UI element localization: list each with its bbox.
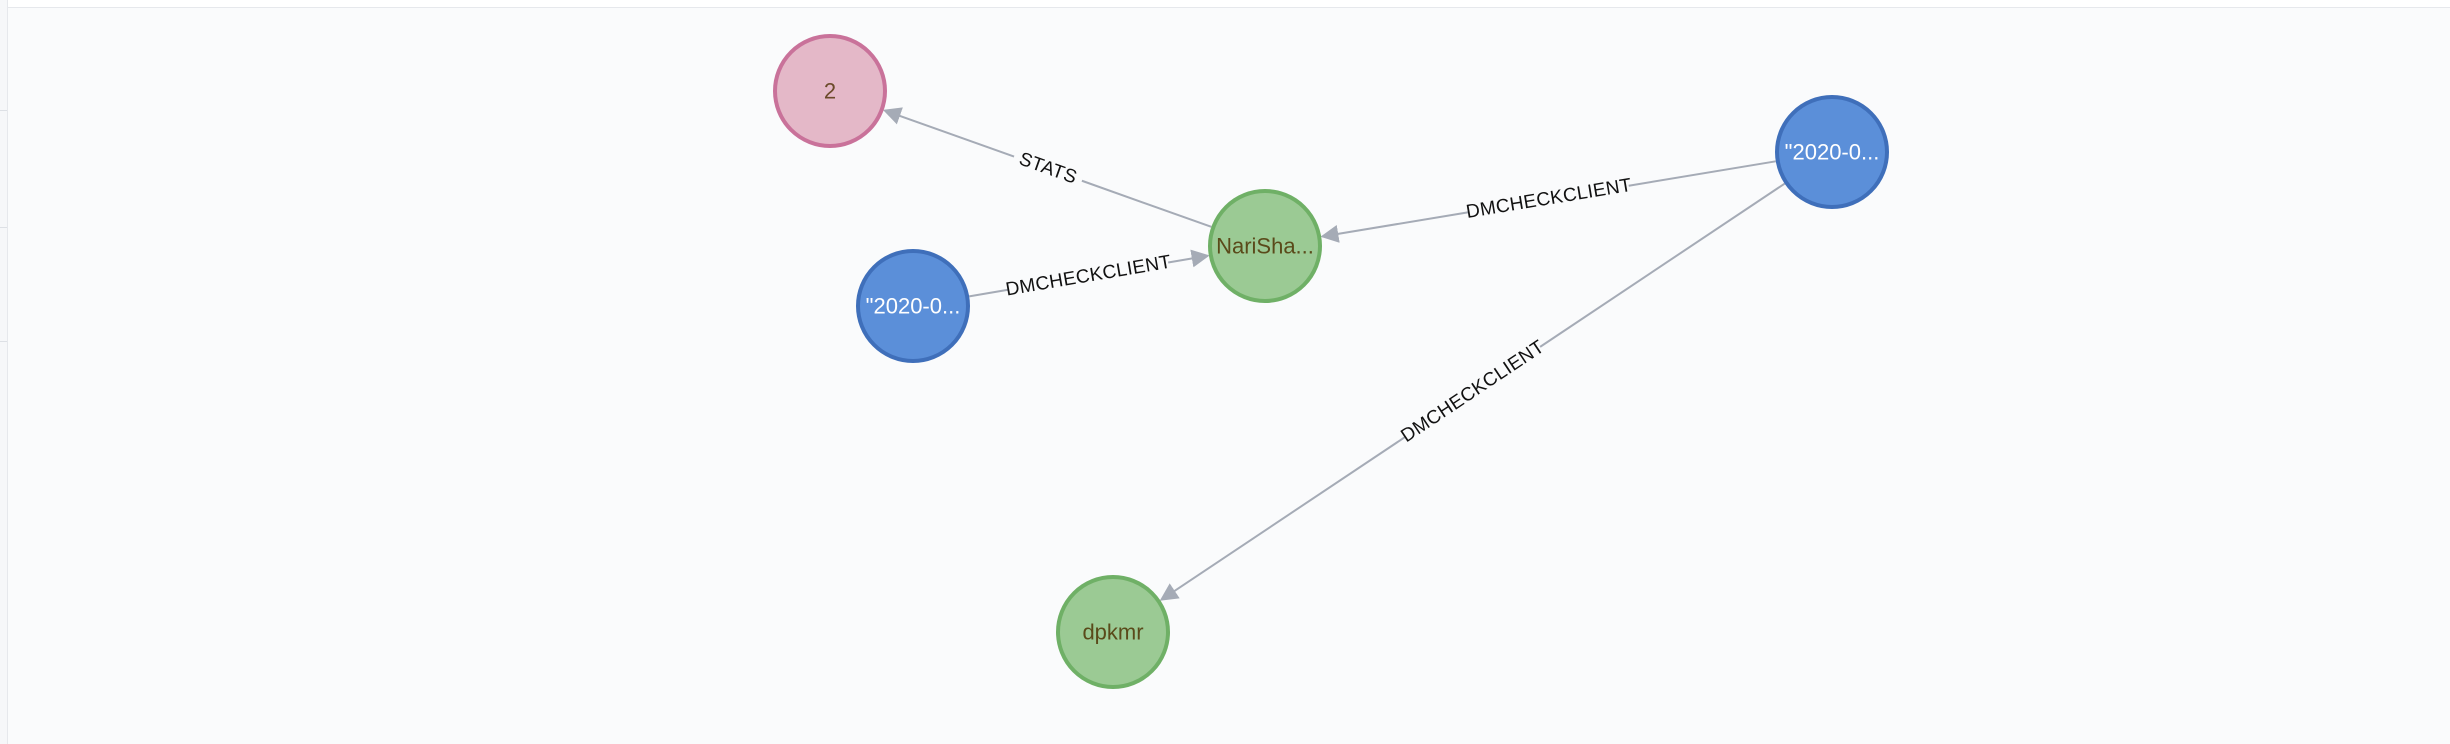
relationship-arrow (1167, 249, 1210, 268)
relationship-label: DMCHECKCLIENT (1397, 336, 1548, 447)
node-caption: dpkmr (1082, 620, 1143, 645)
node-caption: "2020-0... (866, 294, 961, 319)
relationship-label: DMCHECKCLIENT (1004, 252, 1173, 301)
relationship-dmcheckclient[interactable]: DMCHECKCLIENT (1320, 160, 1776, 243)
relationship-dmcheckclient[interactable]: DMCHECKCLIENT (969, 249, 1210, 301)
node-circle (1208, 189, 1322, 303)
node-date[interactable]: "2020-0... (856, 249, 970, 363)
top-divider (0, 0, 2450, 8)
gutter-tick (0, 341, 7, 342)
node-caption: "2020-0... (1785, 140, 1880, 165)
relationship-label: DMCHECKCLIENT (1465, 175, 1634, 223)
node-circle (773, 34, 887, 148)
node-caption: 2 (824, 79, 836, 104)
gutter-tick (0, 110, 7, 111)
relationship-arrow (1159, 435, 1407, 601)
relationship-line (1628, 160, 1776, 187)
relationship-line (1539, 182, 1786, 348)
node-client[interactable]: dpkmr (1056, 575, 1170, 689)
node-client[interactable]: NariSha... (1208, 189, 1322, 303)
relationship-line (1081, 179, 1212, 228)
relationship-label: STATS (1016, 149, 1079, 189)
relationship-stats[interactable]: STATS (882, 107, 1212, 228)
relationship-layer: STATS DMCHECKCLIENT DMCHECKCLIENT DMCHECKCL… (882, 107, 1786, 601)
node-stats[interactable]: 2 (773, 34, 887, 148)
relationship-arrow (1320, 211, 1470, 243)
node-circle (1056, 575, 1170, 689)
relationship-line (969, 288, 1010, 298)
node-circle (856, 249, 970, 363)
gutter-tick (0, 227, 7, 228)
relationship-arrow (882, 107, 1015, 158)
left-gutter (0, 0, 8, 744)
node-circle (1775, 95, 1889, 209)
node-date[interactable]: "2020-0... (1775, 95, 1889, 209)
node-caption: NariSha... (1216, 234, 1314, 259)
